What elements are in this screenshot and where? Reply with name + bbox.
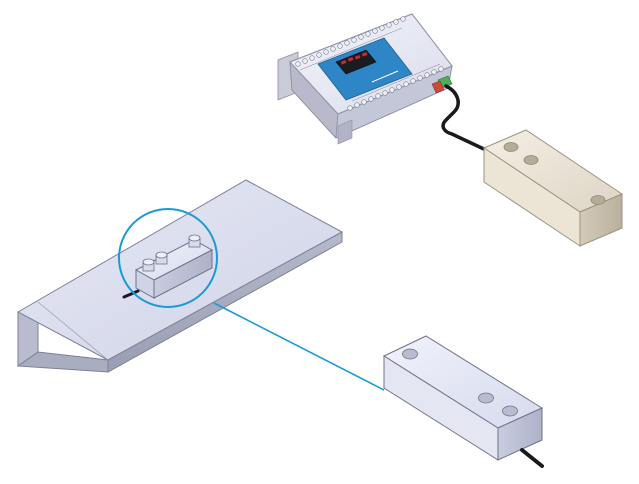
cable [441,84,488,152]
weighing-controller-icon [277,13,453,145]
terminal-screws-bottom [347,66,444,111]
connected-load-cell-icon [482,129,624,247]
mounted-load-cell-icon [122,234,214,299]
detail-load-cell-icon [382,335,544,468]
terminal-screws-top [295,16,406,67]
magnifier-circle-icon [118,208,385,391]
